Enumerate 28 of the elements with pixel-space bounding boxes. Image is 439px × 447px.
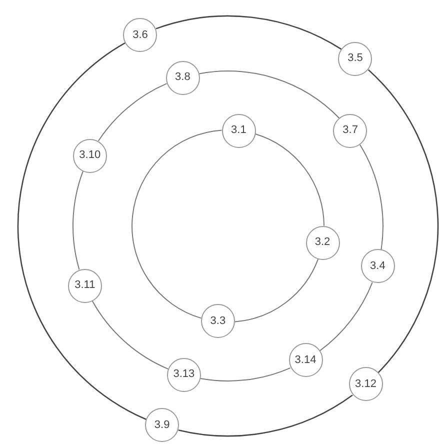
node-label: 3.8 — [175, 72, 190, 84]
node-label: 3.11 — [74, 280, 96, 292]
node-label: 3.6 — [132, 30, 148, 41]
ring-arc — [18, 42, 146, 420]
ring-arc — [254, 134, 324, 226]
ring-arc — [200, 367, 291, 382]
node-label: 3.7 — [342, 125, 358, 136]
node-label: 3.13 — [173, 369, 195, 380]
ring-arc — [319, 282, 373, 352]
ring-arc — [98, 83, 168, 142]
node-label: 3.10 — [79, 150, 101, 162]
ring-arc — [198, 70, 340, 118]
ring-arc — [368, 69, 439, 374]
node-label: 3.12 — [355, 378, 376, 390]
node-label: 3.14 — [294, 354, 316, 366]
node-label: 3.2 — [314, 237, 330, 248]
ring-arc — [360, 144, 384, 250]
ring-arc — [234, 258, 319, 322]
node-label: 3.9 — [154, 420, 170, 431]
ring-arc — [72, 170, 84, 270]
node-label: 3.3 — [210, 316, 226, 327]
node-label: 3.5 — [348, 53, 363, 64]
ring-arc — [156, 15, 342, 50]
ring-arc — [178, 394, 353, 437]
node-label: 3.1 — [231, 125, 246, 136]
ring-arc — [92, 300, 168, 370]
ring-arc — [132, 130, 222, 319]
node-label: 3.4 — [370, 260, 386, 272]
